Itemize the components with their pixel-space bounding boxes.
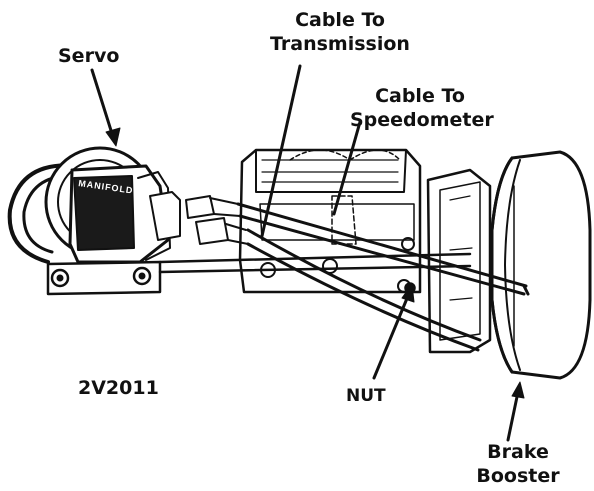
- cable-to-speedometer-label: Cable To Speedometer: [350, 84, 494, 132]
- cable-to-speedometer-line2: Speedometer: [350, 109, 494, 131]
- cable-to-transmission-label: Cable To Transmission: [270, 8, 410, 56]
- cable-to-transmission-line2: Transmission: [270, 33, 410, 55]
- servo-leader-arrow: [105, 127, 121, 147]
- brake-booster-label: Brake Booster: [468, 440, 568, 488]
- cable-transmission-leader: [260, 64, 302, 238]
- brake-booster-line2: Booster: [476, 465, 560, 487]
- cable-to-transmission-drawing: [236, 202, 530, 296]
- brake-booster-line1: Brake: [487, 441, 549, 463]
- nut-drawing: [404, 282, 416, 294]
- nut-leader: [372, 294, 410, 380]
- figure-code-label: 2V2011: [78, 377, 159, 399]
- servo-drawing: MANIFOLD: [7, 146, 249, 296]
- brake-booster-leader-arrow: [511, 381, 525, 399]
- nut-label: NUT: [346, 386, 386, 406]
- servo-leader: [90, 68, 116, 142]
- cable-speedometer-leader: [332, 120, 362, 216]
- cable-to-speedometer-line1: Cable To: [375, 85, 465, 107]
- cable-to-transmission-line1: Cable To: [295, 9, 385, 31]
- brake-booster-leader: [506, 390, 520, 442]
- cable-to-speedometer-drawing: [246, 228, 482, 352]
- servo-label: Servo: [58, 45, 120, 67]
- brake-booster-drawing: [426, 150, 592, 380]
